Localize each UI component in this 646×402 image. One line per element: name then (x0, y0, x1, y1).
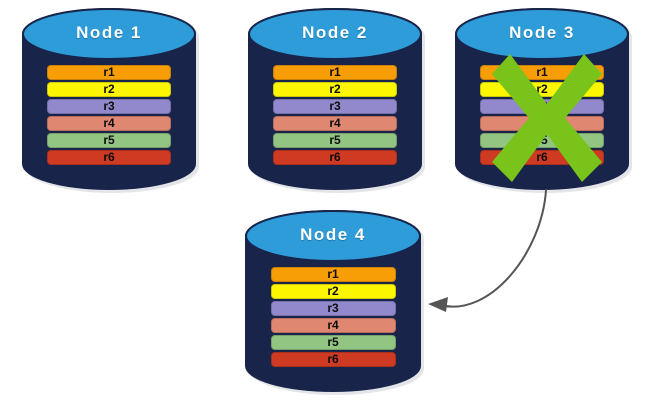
row-r1[interactable]: r1 (47, 65, 171, 80)
cylinder-top-ellipse (248, 8, 422, 60)
node-3-row-list: r1 r2 r3 r4 r5 r6 (455, 65, 629, 165)
row-r2[interactable]: r2 (270, 284, 396, 299)
row-r6[interactable]: r6 (270, 352, 396, 367)
cylinder-top-ellipse (245, 210, 421, 262)
row-r1[interactable]: r1 (270, 267, 396, 282)
row-r2[interactable]: r2 (273, 82, 397, 97)
row-r1[interactable]: r1 (480, 65, 604, 80)
row-r5[interactable]: r5 (273, 133, 397, 148)
row-r4[interactable]: r4 (270, 318, 396, 333)
row-r5[interactable]: r5 (270, 335, 396, 350)
row-r3[interactable]: r3 (47, 99, 171, 114)
row-r6[interactable]: r6 (273, 150, 397, 165)
row-r4[interactable]: r4 (480, 116, 604, 131)
node-2-row-list: r1 r2 r3 r4 r5 r6 (248, 65, 422, 165)
replication-arrow-head (428, 297, 448, 312)
cylinder-top-ellipse (22, 8, 196, 60)
node-4-row-list: r1 r2 r3 r4 r5 r6 (245, 267, 421, 367)
row-r4[interactable]: r4 (47, 116, 171, 131)
row-r5[interactable]: r5 (47, 133, 171, 148)
row-r1[interactable]: r1 (273, 65, 397, 80)
row-r2[interactable]: r2 (480, 82, 604, 97)
row-r3[interactable]: r3 (270, 301, 396, 316)
row-r3[interactable]: r3 (480, 99, 604, 114)
row-r6[interactable]: r6 (47, 150, 171, 165)
row-r4[interactable]: r4 (273, 116, 397, 131)
replication-arrow-line (439, 189, 547, 308)
row-r2[interactable]: r2 (47, 82, 171, 97)
row-r6[interactable]: r6 (480, 150, 604, 165)
row-r5[interactable]: r5 (480, 133, 604, 148)
cylinder-top-ellipse (455, 8, 629, 60)
row-r3[interactable]: r3 (273, 99, 397, 114)
node-1-row-list: r1 r2 r3 r4 r5 r6 (22, 65, 196, 165)
